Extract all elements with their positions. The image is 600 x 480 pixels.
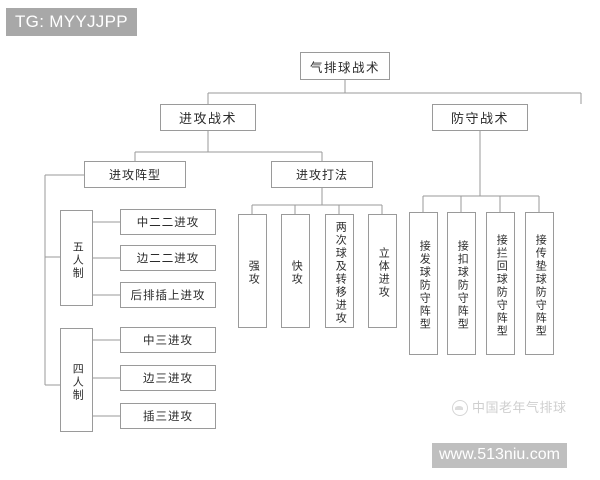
node-offense-playstyle-label: 进攻打法	[295, 168, 348, 182]
node-center-3-attack[interactable]: 中三进攻	[120, 327, 216, 353]
tg-watermark-badge: TG: MYYJJPP	[6, 8, 137, 36]
node-three-dimensional-attack-label: 立体进攻	[377, 247, 390, 299]
node-insert-3-attack[interactable]: 插三进攻	[120, 403, 216, 429]
node-back-row-attack-label: 后排插上进攻	[130, 290, 206, 302]
node-four-player-system-label: 四人制	[71, 362, 84, 402]
node-three-dimensional-attack[interactable]: 立体进攻	[368, 214, 397, 328]
node-block-rebound-defense-formation[interactable]: 接拦回球防守阵型	[486, 212, 515, 355]
node-block-rebound-defense-formation-label: 接拦回球防守阵型	[495, 233, 508, 338]
node-offense-formation-label: 进攻阵型	[108, 168, 161, 182]
node-power-attack[interactable]: 强攻	[238, 214, 267, 328]
node-pass-dig-defense-formation-label: 接传垫球防守阵型	[534, 233, 547, 338]
node-center-2-2-attack-label: 中二二进攻	[136, 217, 200, 229]
brand-watermark: 中国老年气排球	[452, 400, 567, 416]
node-offense-tactics[interactable]: 进攻战术	[160, 104, 256, 131]
node-five-player-system-label: 五人制	[71, 240, 84, 280]
node-offense-formation[interactable]: 进攻阵型	[84, 161, 186, 188]
node-side-3-attack[interactable]: 边三进攻	[120, 365, 216, 391]
node-side-2-2-attack[interactable]: 边二二进攻	[120, 245, 216, 271]
node-side-2-2-attack-label: 边二二进攻	[136, 253, 200, 265]
node-five-player-system[interactable]: 五人制	[60, 210, 93, 306]
site-url-watermark-text: www.513niu.com	[439, 446, 560, 463]
node-defense-tactics[interactable]: 防守战术	[432, 104, 528, 131]
node-root-label: 气排球战术	[309, 60, 380, 75]
tg-watermark-text: TG: MYYJJPP	[15, 12, 128, 31]
node-root[interactable]: 气排球战术	[300, 52, 390, 80]
node-four-player-system[interactable]: 四人制	[60, 328, 93, 432]
node-center-3-attack-label: 中三进攻	[143, 335, 193, 347]
node-insert-3-attack-label: 插三进攻	[143, 411, 193, 423]
node-power-attack-label: 强攻	[247, 260, 260, 286]
node-pass-dig-defense-formation[interactable]: 接传垫球防守阵型	[525, 212, 554, 355]
node-quick-attack-label: 快攻	[290, 260, 303, 286]
brand-watermark-text: 中国老年气排球	[472, 400, 567, 415]
node-quick-attack[interactable]: 快攻	[281, 214, 310, 328]
node-serve-receive-defense-formation[interactable]: 接发球防守阵型	[409, 212, 438, 355]
site-url-watermark: www.513niu.com	[432, 443, 567, 468]
node-side-3-attack-label: 边三进攻	[143, 373, 193, 385]
node-center-2-2-attack[interactable]: 中二二进攻	[120, 209, 216, 235]
node-offense-playstyle[interactable]: 进攻打法	[271, 161, 373, 188]
node-second-ball-transfer-attack[interactable]: 两次球及转移进攻	[325, 214, 354, 328]
node-offense-tactics-label: 进攻战术	[178, 111, 237, 126]
node-defense-tactics-label: 防守战术	[450, 111, 509, 126]
node-spike-receive-defense-formation[interactable]: 接扣球防守阵型	[447, 212, 476, 355]
volleyball-logo-icon	[452, 400, 468, 416]
node-spike-receive-defense-formation-label: 接扣球防守阵型	[456, 240, 469, 331]
node-second-ball-transfer-attack-label: 两次球及转移进攻	[334, 221, 347, 325]
node-back-row-attack[interactable]: 后排插上进攻	[120, 282, 216, 308]
node-serve-receive-defense-formation-label: 接发球防守阵型	[418, 240, 431, 331]
